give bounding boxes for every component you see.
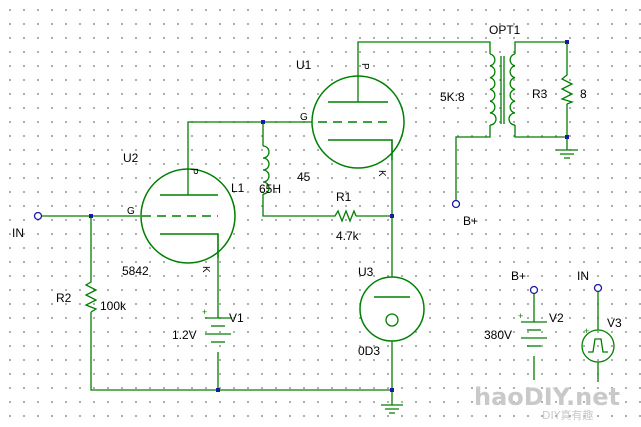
transformer-primary-coil: [489, 53, 497, 126]
label-u2-grid-pin: G: [127, 206, 135, 217]
label-u1-cathode-pin: K: [376, 170, 387, 177]
label-r3-ref: R3: [532, 87, 548, 101]
label-opt1-ratio: 5K:8: [440, 90, 465, 104]
ground-symbol-secondary: [556, 149, 578, 159]
label-r2-ref: R2: [56, 291, 72, 305]
label-r1-value: 4.7k: [336, 229, 360, 243]
tube-u2-cathode: [160, 233, 219, 258]
label-l1-ref: L1: [231, 181, 245, 195]
watermark-subtitle: DIY真有趣: [542, 408, 593, 422]
resistor-r3[interactable]: [560, 72, 574, 105]
watermark: haoDIY.net DIY真有趣: [474, 383, 620, 422]
bplus-terminal-opt[interactable]: [451, 199, 461, 209]
battery-v1-plus-sign: +: [202, 307, 207, 317]
resistor-r1[interactable]: [332, 209, 357, 223]
wire-u2-plate: [187, 121, 318, 170]
battery-v2-plus-sign: +: [518, 311, 523, 321]
label-u3-part: 0D3: [358, 344, 380, 358]
source-v3-circle: [581, 329, 615, 363]
tube-u3[interactable]: [359, 276, 425, 342]
label-in-source: IN: [577, 269, 589, 283]
battery-v2[interactable]: +: [518, 311, 547, 347]
label-in-left: IN: [12, 226, 24, 240]
label-u2-cathode-pin: K: [200, 266, 211, 273]
wire-ground-bus: [90, 312, 392, 391]
label-v2-ref: V2: [549, 311, 564, 325]
label-u3-ref: U3: [358, 265, 374, 279]
inductor-l1[interactable]: [262, 145, 270, 195]
label-u1-grid-pin: G: [300, 112, 308, 123]
source-v3[interactable]: +: [581, 326, 615, 363]
wire-sec-top: [514, 41, 568, 72]
label-opt1-ref: OPT1: [489, 23, 521, 37]
junction-node: [390, 214, 394, 218]
label-r1-ref: R1: [336, 190, 352, 204]
ground-symbol-main: [381, 404, 403, 414]
junction-node: [216, 388, 220, 392]
wire-u1-plate: [357, 41, 491, 80]
transformer-secondary-coil: [508, 53, 516, 126]
transformer-core: [500, 56, 505, 124]
label-45: 45: [297, 170, 311, 184]
label-v1-ref: V1: [229, 311, 244, 325]
label-u2-part: 5842: [122, 264, 149, 278]
label-u2-ref: U2: [123, 151, 139, 165]
source-v3-plus-sign: +: [584, 326, 589, 336]
battery-v1[interactable]: +: [202, 307, 231, 343]
wire-l1-bottom: [262, 194, 332, 217]
label-u1-ref: U1: [296, 58, 312, 72]
junction-node: [261, 120, 265, 124]
pulse-wave-icon: [588, 338, 608, 353]
input-terminal[interactable]: [33, 211, 43, 221]
junction-node: [565, 40, 569, 44]
label-bplus-opt: B+: [463, 214, 478, 228]
resistor-r2[interactable]: [84, 278, 98, 313]
label-r3-value: 8: [580, 87, 587, 101]
junction-node: [89, 214, 93, 218]
label-u1-plate-pin: P: [359, 63, 370, 70]
junction-node: [390, 388, 394, 392]
label-v2-value: 380V: [484, 328, 512, 342]
label-bplus-supply: B+: [511, 269, 526, 283]
label-r2-value: 100k: [100, 299, 127, 313]
junction-node: [565, 135, 569, 139]
tube-u3-cathode: [385, 313, 399, 327]
wire-opt-bplus: [455, 125, 491, 200]
label-v1-value: 1.2V: [172, 328, 197, 342]
tube-u2[interactable]: [140, 168, 236, 264]
tube-u3-envelope: [359, 276, 425, 342]
label-v3-ref: V3: [607, 316, 622, 330]
wire-sec-bottom: [514, 125, 568, 150]
watermark-logo: haoDIY.net: [474, 383, 620, 411]
in-terminal-source[interactable]: [593, 283, 603, 293]
labels: IN R2 100k U2 5842 G P K L1 65H 45 R1 4.…: [12, 23, 622, 358]
bplus-terminal-supply[interactable]: [529, 285, 539, 295]
label-u2-plate-pin: P: [188, 168, 199, 175]
wires: [42, 41, 599, 405]
tube-u1[interactable]: [311, 75, 405, 169]
label-l1-value: 65H: [259, 182, 281, 196]
tube-u1-cathode: [328, 139, 393, 160]
transformer-opt1[interactable]: [489, 53, 516, 126]
